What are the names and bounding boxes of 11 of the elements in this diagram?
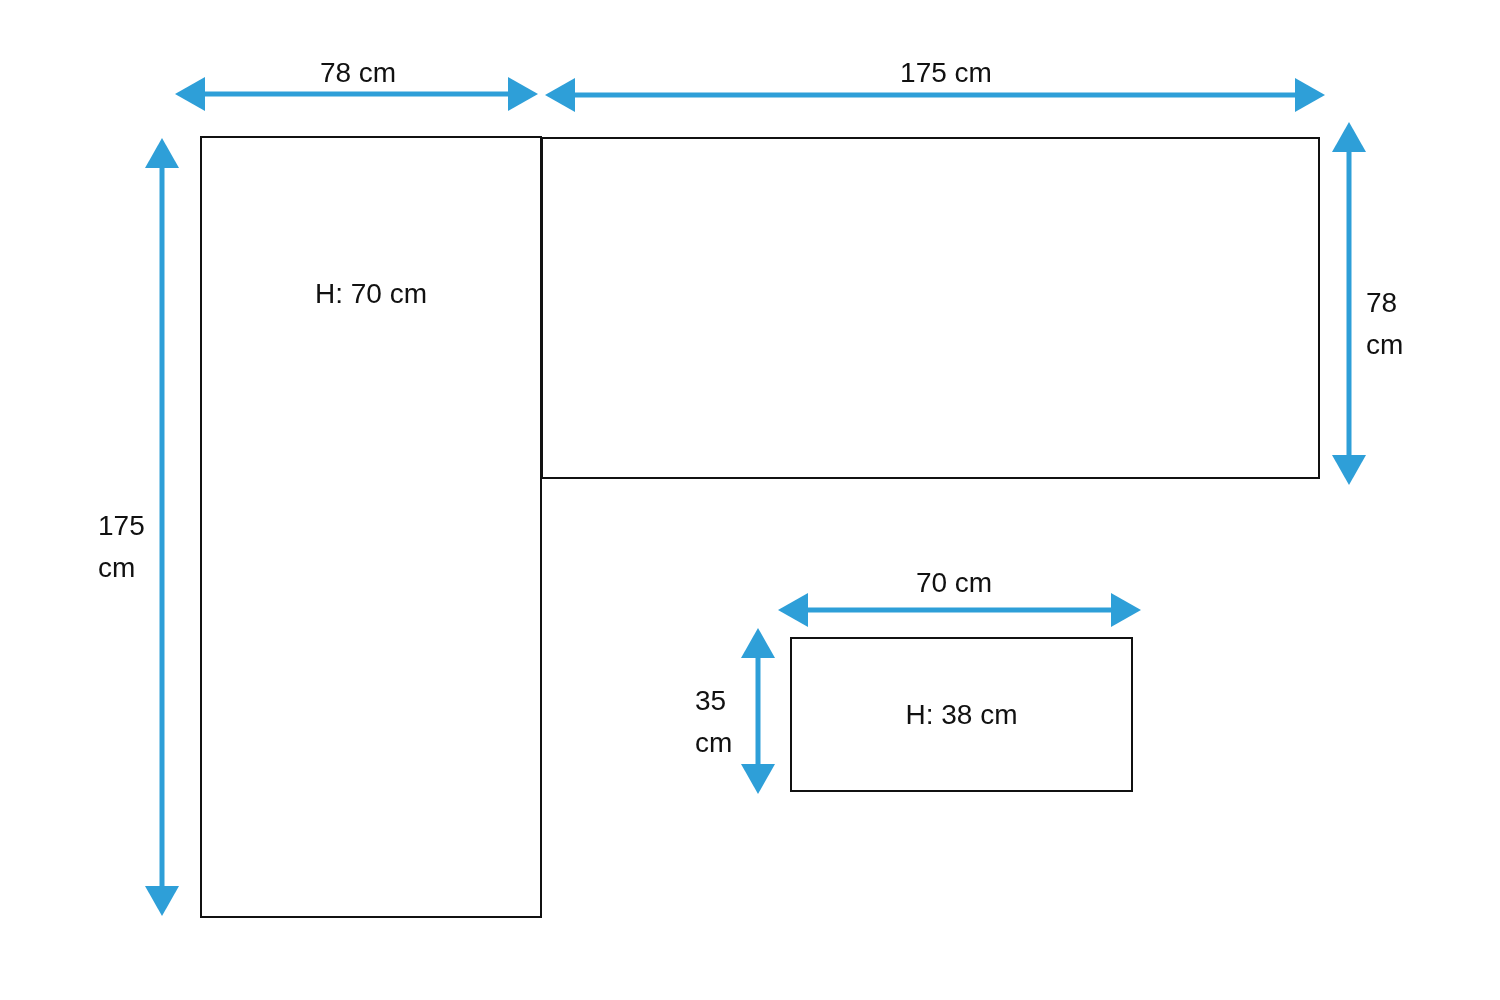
dimension-label: 175 cm	[98, 509, 146, 585]
module-outline	[790, 637, 1133, 792]
dimension-label: 175 cm	[899, 56, 993, 90]
module-outline	[541, 137, 1320, 479]
dimension-label: 70 cm	[914, 566, 994, 600]
module-outline	[200, 136, 542, 918]
dimension-label: 78 cm	[1366, 286, 1405, 362]
dimension-label: 78 cm	[318, 56, 398, 90]
height-label: H: 70 cm	[315, 277, 427, 311]
dimension-label: 35 cm	[695, 684, 734, 760]
height-label: H: 38 cm	[905, 698, 1018, 732]
